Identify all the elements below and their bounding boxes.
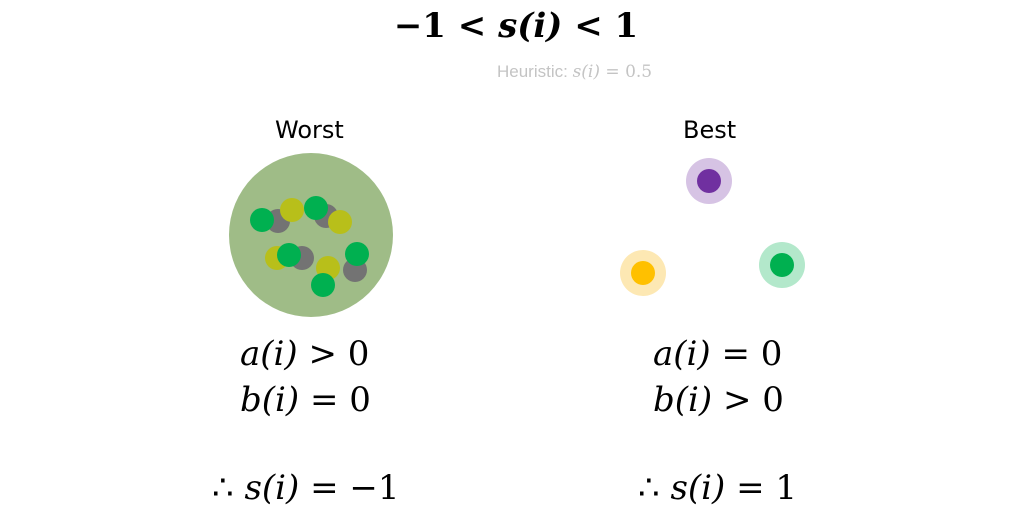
best-a-equation: a(i) = 0 bbox=[653, 334, 782, 374]
best-label: Best bbox=[683, 116, 737, 144]
best-a-fn: a(i) bbox=[653, 334, 711, 374]
best-a-rel: = 0 bbox=[710, 334, 783, 374]
data-point bbox=[311, 273, 335, 297]
title-inequality: −1 < s(i) < 1 bbox=[0, 6, 1032, 46]
title-right: < 1 bbox=[562, 6, 639, 46]
heuristic-expr: s(i) bbox=[572, 62, 601, 82]
data-point bbox=[328, 210, 352, 234]
cluster-point bbox=[631, 261, 655, 285]
heuristic-value: = 0.5 bbox=[600, 62, 653, 82]
worst-points bbox=[250, 196, 369, 297]
data-point bbox=[304, 196, 328, 220]
worst-b-rel: = 0 bbox=[299, 380, 371, 420]
data-point bbox=[250, 208, 274, 232]
heuristic-label: Heuristic: bbox=[497, 62, 573, 81]
best-b-equation: b(i) > 0 bbox=[653, 380, 784, 420]
data-point bbox=[277, 243, 301, 267]
title-s: s(i) bbox=[498, 6, 563, 46]
worst-s-fn: s(i) bbox=[244, 468, 300, 508]
worst-label: Worst bbox=[275, 116, 344, 144]
cluster-point bbox=[697, 169, 721, 193]
worst-s-rel: = −1 bbox=[299, 468, 400, 508]
title-left: −1 < bbox=[393, 6, 499, 46]
data-point bbox=[345, 242, 369, 266]
best-b-rel: > 0 bbox=[712, 380, 784, 420]
best-s-equation: ∴ s(i) = 1 bbox=[638, 468, 797, 508]
best-s-rel: = 1 bbox=[725, 468, 798, 508]
worst-a-fn: a(i) bbox=[240, 334, 298, 374]
best-therefore: ∴ bbox=[638, 468, 671, 508]
worst-a-rel: > 0 bbox=[297, 334, 370, 374]
data-point bbox=[280, 198, 304, 222]
cluster-point bbox=[770, 253, 794, 277]
best-s-fn: s(i) bbox=[670, 468, 726, 508]
worst-b-fn: b(i) bbox=[240, 380, 300, 420]
worst-s-equation: ∴ s(i) = −1 bbox=[212, 468, 400, 508]
worst-therefore: ∴ bbox=[212, 468, 245, 508]
worst-b-equation: b(i) = 0 bbox=[240, 380, 371, 420]
best-clusters bbox=[620, 158, 805, 296]
best-b-fn: b(i) bbox=[653, 380, 713, 420]
worst-a-equation: a(i) > 0 bbox=[240, 334, 369, 374]
heuristic-note: Heuristic: s(i) = 0.5 bbox=[497, 62, 652, 82]
worst-cluster bbox=[229, 153, 393, 317]
